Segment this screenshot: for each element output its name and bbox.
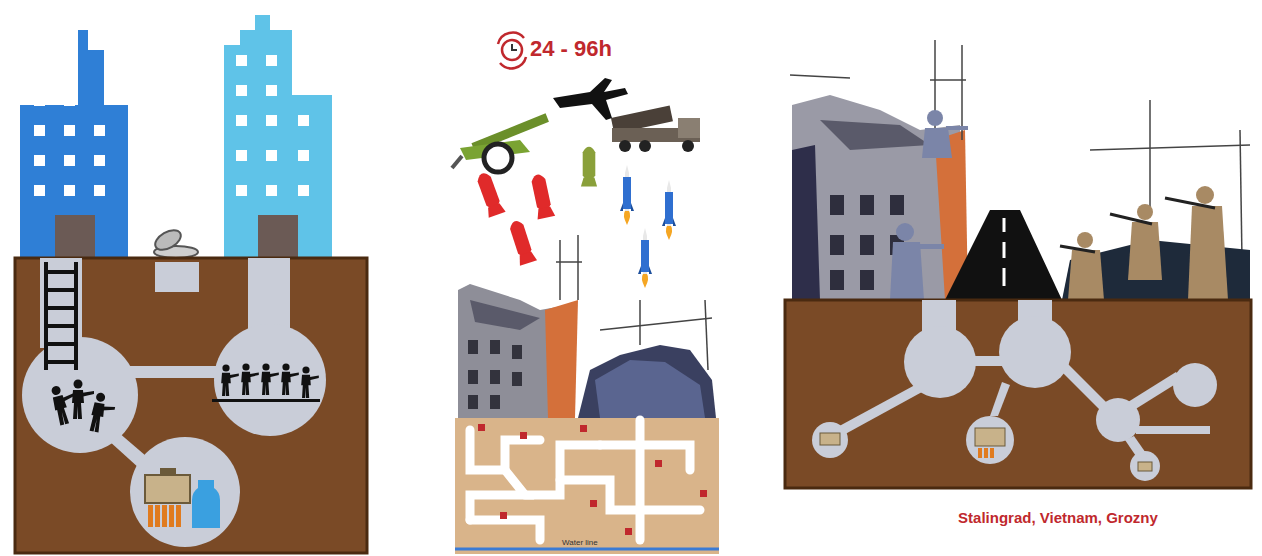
water-line-label: Water line — [560, 538, 600, 547]
caption-note: Stalingrad, Vietnam, Grozny — [958, 509, 1158, 526]
duration-label: 24 - 96h — [530, 36, 612, 62]
